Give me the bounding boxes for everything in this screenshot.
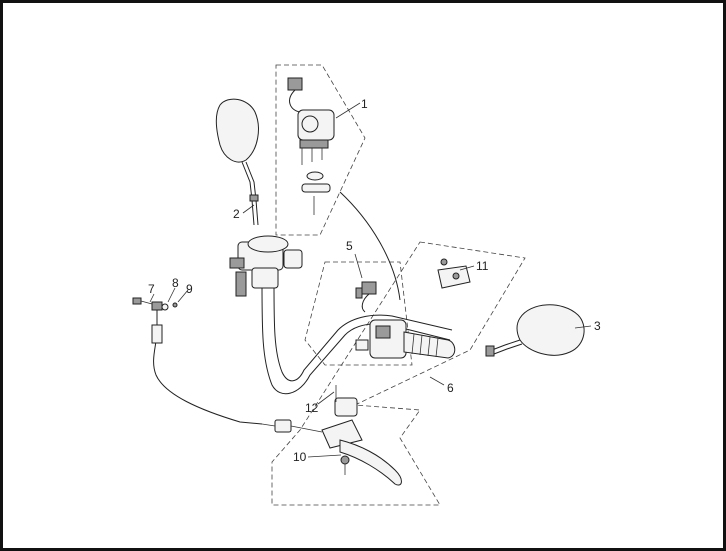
leader-1 (335, 102, 361, 119)
group-outline-throttle (271, 241, 526, 506)
callout-1: 1 (361, 97, 368, 111)
callout-2: 2 (233, 207, 240, 221)
throttle-grip (403, 331, 456, 359)
front-brake-lever (321, 385, 402, 486)
callout-11: 11 (476, 259, 489, 273)
callout-8: 8 (172, 276, 179, 290)
switch-wire (339, 191, 401, 301)
left-lever-assembly (229, 235, 303, 297)
small-bolts (132, 297, 178, 311)
leader-10 (307, 454, 342, 458)
callout-12: 12 (305, 401, 319, 415)
leader-7 (149, 293, 155, 303)
right-switch-housing (355, 281, 407, 359)
leader-2 (242, 204, 255, 214)
callout-9: 9 (186, 282, 193, 296)
callout-5: 5 (346, 239, 353, 253)
callout-3: 3 (594, 319, 601, 333)
clamp-bolts (437, 258, 471, 289)
leader-9 (177, 289, 189, 303)
leader-12 (317, 391, 335, 405)
right-mirror (485, 304, 585, 357)
leader-11 (459, 265, 475, 271)
callout-10: 10 (293, 450, 307, 464)
group-outline-switch-assembly (275, 64, 366, 236)
left-mirror (215, 98, 259, 226)
leader-6 (429, 376, 445, 386)
leader-8 (167, 287, 176, 303)
callout-7: 7 (148, 282, 155, 296)
left-switch-housing (287, 77, 335, 215)
clutch-cable (151, 301, 323, 433)
handlebar-tube (261, 281, 451, 395)
callout-6: 6 (447, 381, 454, 395)
leader-5 (354, 253, 363, 279)
leader-3 (574, 325, 592, 329)
